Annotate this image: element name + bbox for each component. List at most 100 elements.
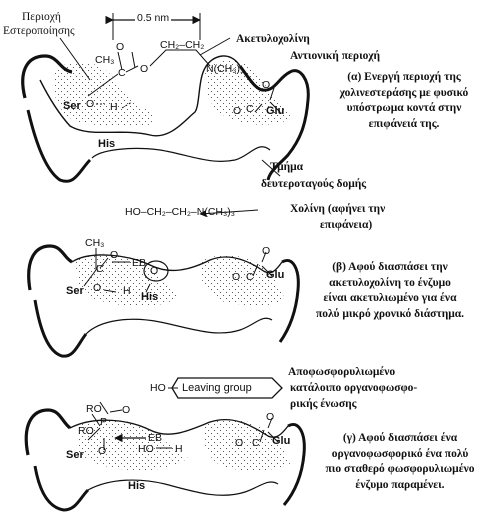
panel-b — [27, 209, 300, 358]
b-helix — [278, 259, 300, 343]
acetylcholine-label: Ακετυλοχολίνη — [236, 33, 310, 45]
c-o-ser: O — [98, 445, 107, 457]
a-ch2ch2: CH₂–CH₂ — [160, 39, 205, 51]
c-ro2: RO — [78, 425, 94, 437]
c-eb: EB — [148, 432, 163, 444]
c-chain-lower — [33, 465, 90, 512]
dephos-label-1: Αποφωσφορυλιωμένο — [288, 366, 396, 378]
caption-b-line-3: είναι ακετυλιωμένο για ένα — [323, 292, 457, 304]
c-o2-glu: O — [266, 411, 275, 423]
caption-b-line-2: ακετυλοχολίνη το ένζυμο — [329, 276, 451, 289]
dephos-label-3: ρικής ένωσης — [290, 398, 357, 410]
c-ro1: RO — [86, 403, 102, 415]
a-o-ser: O — [86, 98, 95, 110]
b-o: O — [110, 249, 119, 261]
c-pocket-left — [78, 418, 188, 471]
c-ser: Ser — [66, 449, 84, 461]
caption-c-line-4: ένζυμο παραμένει. — [355, 478, 445, 491]
caption-c-line-1: (γ) Αφού διασπάσει ένα — [342, 432, 458, 444]
choline-label-2: επιφάνεια) — [320, 219, 373, 231]
bonds-a-glu — [254, 87, 281, 113]
a-o-glu: O — [233, 105, 242, 117]
a-h: H — [110, 101, 118, 113]
a-c-glu: C — [246, 103, 254, 115]
enzyme-chain-a-lower — [26, 109, 92, 183]
b-o-glu: O — [232, 271, 241, 283]
caption-b-line-1: (β) Αφού διασπάσει την — [332, 261, 448, 273]
c-o-double: O — [122, 404, 131, 416]
panel-c — [24, 377, 306, 512]
a-o-link: O — [140, 63, 149, 75]
leaving-group-label: Leaving group — [182, 382, 252, 394]
caption-a-line-2: χολινεστεράσης με φυσικό — [339, 86, 469, 99]
bonds-a-choline — [149, 49, 211, 67]
b-his-ring — [143, 260, 169, 282]
caption-a: (α) Ενεργή περιοχή της χολινεστεράσης με… — [318, 70, 490, 132]
c-h: H — [175, 443, 183, 455]
b-o2-glu: O — [262, 245, 271, 257]
b-c: C — [96, 263, 104, 275]
dephos-label-2: κατάλοιπο οργανοφωσφο- — [290, 382, 418, 394]
c-bonds — [87, 401, 279, 450]
esteratic-site-label-2: Εστεροποίησης — [3, 25, 75, 37]
a-o-double: O — [116, 41, 125, 53]
b-surface — [71, 254, 283, 274]
b-ser: Ser — [66, 285, 84, 297]
his-chain-a — [91, 146, 271, 162]
c-chain-left — [24, 408, 72, 456]
esteratic-site-label-1: Περιοχή — [22, 11, 61, 23]
a-ser: Ser — [63, 100, 81, 112]
caption-a-line-1: (α) Ενεργή περιοχή της — [347, 71, 461, 83]
choline-formula: HO–CH₂–CH₂–N(CH₃)₃ — [125, 206, 236, 218]
anionic-pocket — [205, 60, 291, 125]
c-c-glu: C — [252, 437, 260, 449]
b-choline-arrow — [199, 209, 259, 218]
caption-c-line-3: πιο σταθερό φωσφορυλιωμένο — [325, 463, 475, 475]
pointer-acetylcholine — [199, 37, 231, 56]
secondary-structure-segment — [238, 65, 310, 181]
a-o2-glu: O — [262, 79, 271, 91]
b-pocket-right — [199, 255, 285, 306]
b-chain-left — [27, 244, 73, 291]
c-ho-leaving: HO — [150, 382, 166, 394]
b-eb: EB — [132, 257, 147, 269]
c-ho-his: HO — [138, 443, 154, 455]
esteratic-pocket — [53, 61, 155, 127]
secondary-structure-label-1: Τμήμα — [270, 161, 304, 173]
scale-label: 0.5 nm — [135, 11, 172, 25]
anionic-site-label: Αντιονική περιοχή — [290, 50, 381, 62]
b-ch3: CH₃ — [85, 237, 105, 249]
a-c: C — [118, 67, 126, 79]
caption-b-line-4: πολύ μικρό χρονικό διάστημα. — [315, 307, 465, 320]
caption-a-line-3: υπόστρωμα κοντά στην — [346, 102, 462, 114]
caption-b: (β) Αφού διασπάσει την ακετυλοχολίνη το … — [290, 260, 490, 322]
secondary-structure-label-2: δευτεροταγούς δομής — [261, 178, 367, 190]
a-glu: Glu — [266, 105, 285, 117]
caption-c: (γ) Αφού διασπάσει ένα οργανοφωσφορικό έ… — [310, 431, 490, 493]
bonds-a-hbond — [96, 101, 133, 109]
b-his: His — [141, 291, 159, 303]
b-lower-chain — [85, 317, 273, 335]
b-c-glu: C — [246, 271, 254, 283]
a-his: His — [98, 138, 116, 150]
b-o-h: O — [150, 265, 159, 277]
b-chain-lower — [33, 299, 88, 358]
pointer-esteratic — [59, 37, 91, 81]
c-helix — [282, 423, 306, 506]
caption-a-line-4: επιφάνειά της. — [368, 117, 440, 130]
b-h: H — [123, 285, 131, 297]
c-lower-chain — [87, 479, 279, 496]
enzyme-surface-a — [39, 55, 241, 137]
b-glu: Glu — [266, 269, 285, 281]
caption-c-line-2: οργανοφωσφορικό ένα πολύ — [331, 447, 469, 460]
a-ch3: CH₃ — [95, 54, 115, 66]
bonds-a-ester — [87, 51, 139, 97]
c-o-glu: O — [235, 437, 244, 449]
enzyme-chain-a-left — [21, 54, 73, 99]
c-glu: Glu — [272, 435, 291, 447]
pointer-secondary — [261, 159, 281, 177]
a-nme3: N(CH₃)₃ — [206, 63, 245, 75]
b-bonds — [83, 248, 273, 293]
